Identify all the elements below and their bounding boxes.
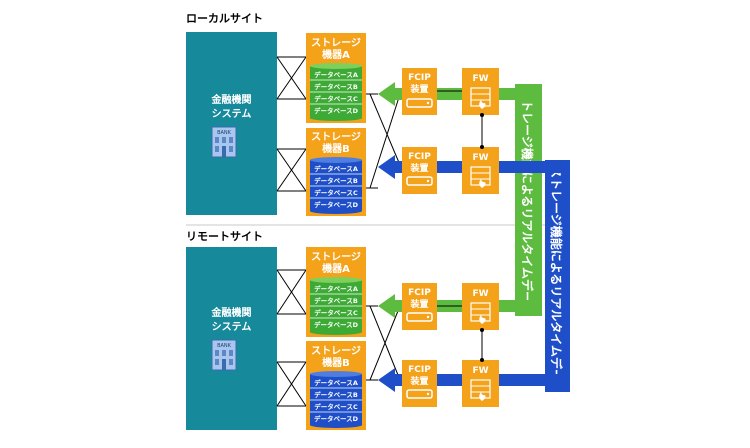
storage-label-line1: ストレージ [311, 251, 361, 263]
database-a: データベースA [314, 378, 358, 387]
database-d: データベースD [314, 106, 359, 115]
firewall-1: FW [462, 68, 499, 115]
sync-label-blue: ストレージ機能によるリアルタイムデータ同期 [549, 166, 564, 417]
fcip-label-2: 装置 [409, 375, 428, 387]
system-storage-links [276, 269, 307, 407]
sync-bar-green: ストレージ機能によるリアルタイムデータ同期 [515, 84, 542, 339]
fcip-device-icon [406, 98, 433, 108]
database-a: データベースA [314, 284, 358, 293]
financial-system-box: 金融機関 システム BANK [186, 32, 277, 215]
storage-label-line1: ストレージ [311, 345, 361, 357]
storage-label-line2: 機器A [322, 48, 350, 61]
system-label-line1: 金融機関 [211, 306, 252, 319]
fw-label: FW [472, 153, 488, 163]
fcip-device-1: FCIP 装置 [402, 283, 437, 330]
storage-label-line1: ストレージ [311, 131, 361, 143]
bank-building-icon: BANK [211, 126, 237, 158]
system-label-line2: システム [212, 108, 252, 120]
storage-disk-icon: データベースA データベースB データベースC データベースD [310, 371, 362, 428]
financial-system-box: 金融機関 システム BANK [186, 247, 277, 430]
sync-bar-blue: ストレージ機能によるリアルタイムデータ同期 [545, 160, 570, 417]
bank-sign: BANK [217, 343, 232, 349]
fcip-device-icon [406, 389, 433, 399]
database-b: データベースB [314, 176, 358, 185]
fcip-device-2: FCIP 装置 [402, 147, 437, 194]
fcip-device-icon [406, 176, 433, 186]
storage-fcip-links [366, 305, 401, 381]
fcip-device-icon [406, 312, 433, 322]
firewall-icon [470, 166, 491, 188]
bank-building-icon: BANK [211, 339, 237, 371]
fw-label: FW [472, 74, 488, 84]
fcip-label-2: 装置 [409, 83, 428, 95]
storage-label-line2: 機器A [322, 262, 350, 275]
database-b: データベースB [314, 82, 358, 91]
storage-label-line1: ストレージ [311, 37, 361, 49]
bank-sign: BANK [217, 130, 232, 136]
fcip-device-2: FCIP 装置 [402, 360, 437, 407]
firewall-2: FW [462, 147, 499, 194]
fcip-label: FCIP [408, 73, 431, 83]
fcip-device-1: FCIP 装置 [402, 68, 437, 115]
database-a: データベースA [314, 164, 358, 173]
storage-disk-icon: データベースA データベースB データベースC データベースD [310, 63, 362, 121]
remote-site: リモートサイト 金融機関 システム BANK ストレー [186, 230, 570, 430]
database-d: データベースD [314, 200, 359, 209]
storage-label-line2: 機器B [322, 356, 350, 369]
system-storage-links [276, 56, 307, 192]
site-title: ローカルサイト [186, 12, 263, 25]
database-d: データベースD [314, 320, 359, 329]
fcip-label: FCIP [408, 288, 431, 298]
database-b: データベースB [314, 296, 358, 305]
system-label-line2: システム [212, 321, 252, 333]
database-a: データベースA [314, 70, 358, 79]
site-title: リモートサイト [186, 230, 263, 243]
storage-disk-icon: データベースA データベースB データベースC データベースD [310, 157, 362, 214]
fcip-label-2: 装置 [409, 298, 428, 310]
database-c: データベースC [314, 94, 358, 103]
firewall-icon [470, 87, 491, 109]
firewall-2: FW [462, 360, 499, 407]
sync-label-green: ストレージ機能によるリアルタイムデータ同期 [520, 88, 535, 339]
database-c: データベースC [314, 402, 358, 411]
local-site: ローカルサイト 金融機関 システム BANK [186, 12, 570, 216]
fcip-label-2: 装置 [409, 162, 428, 174]
firewall-1: FW [462, 283, 499, 330]
fcip-label: FCIP [408, 365, 431, 375]
storage-device-a: ストレージ 機器A データベースA データベースB データベースC データベース… [306, 247, 366, 337]
storage-disk-icon: データベースA データベースB データベースC データベースD [310, 277, 362, 335]
firewall-icon [470, 302, 491, 324]
storage-fcip-links [366, 93, 401, 189]
firewall-icon [470, 379, 491, 401]
system-label-line1: 金融機関 [211, 93, 252, 106]
storage-device-a: ストレージ 機器A データベースA データベースB データベースC データベース… [306, 33, 366, 123]
storage-device-b: ストレージ 機器B データベースA データベースB データベースC データベース… [306, 128, 366, 216]
storage-device-b: ストレージ 機器B データベースA データベースB データベースC データベース… [306, 341, 366, 430]
database-c: データベースC [314, 308, 358, 317]
database-d: データベースD [314, 414, 359, 423]
storage-label-line2: 機器B [322, 142, 350, 155]
fcip-label: FCIP [408, 152, 431, 162]
fw-label: FW [472, 366, 488, 376]
fw-label: FW [472, 289, 488, 299]
database-b: データベースB [314, 390, 358, 399]
database-c: データベースC [314, 188, 358, 197]
